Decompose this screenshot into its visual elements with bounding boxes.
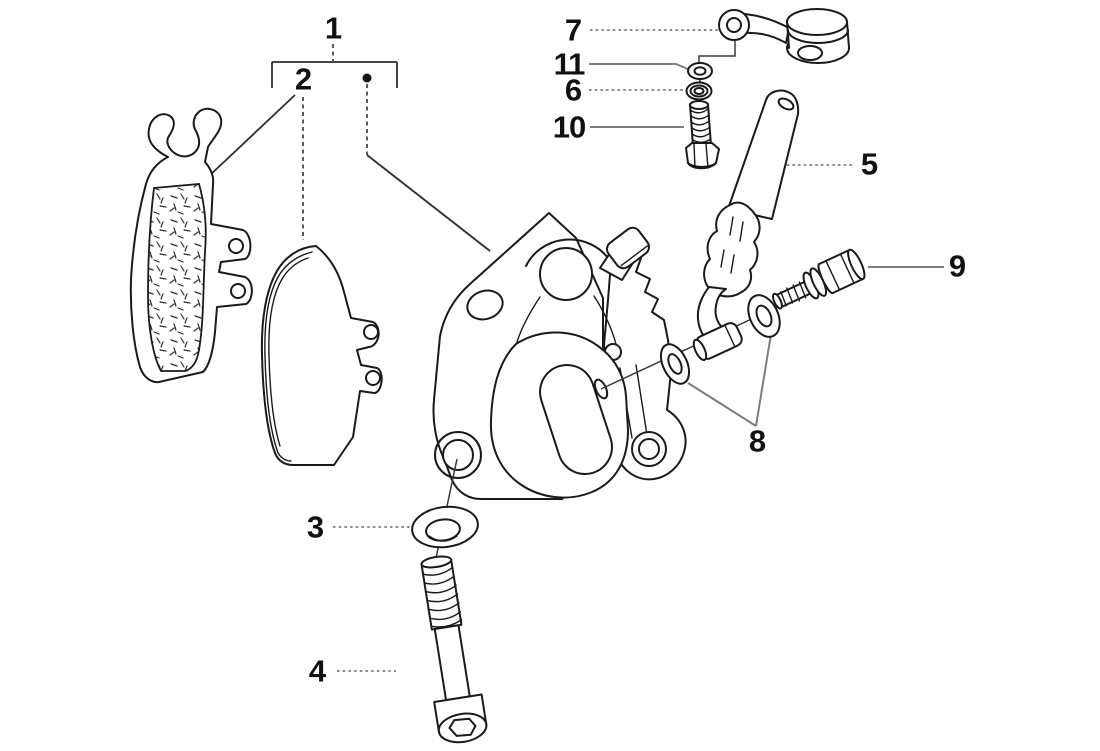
flat-washer-3 bbox=[411, 505, 479, 549]
callout-11: 11 bbox=[553, 46, 586, 82]
hose-tube bbox=[727, 89, 800, 220]
sealing-washer-8a bbox=[659, 343, 691, 385]
assembly-dot bbox=[362, 73, 372, 83]
hose-banjo-end bbox=[692, 322, 743, 362]
brake-pad-friction-side bbox=[129, 107, 253, 384]
plate-lower-hole bbox=[442, 439, 474, 471]
callout-8: 8 bbox=[748, 423, 766, 459]
clamp-screw bbox=[685, 100, 720, 170]
caliper-piston-boss bbox=[539, 247, 593, 301]
pad-pin-hole bbox=[230, 283, 246, 299]
callout-9: 9 bbox=[948, 248, 966, 284]
hose-crimp-boot bbox=[703, 201, 761, 298]
callout-11-leader bbox=[589, 63, 691, 71]
callout-3: 3 bbox=[306, 509, 324, 545]
callout-4: 4 bbox=[308, 653, 326, 689]
bleed-valve-cap bbox=[606, 226, 650, 270]
clamp-assembly-line bbox=[698, 41, 736, 64]
sealing-washer-8b bbox=[747, 294, 781, 338]
callout-6: 6 bbox=[564, 72, 582, 108]
pad-pin-hole bbox=[365, 370, 381, 386]
hose-clamp-grommet bbox=[718, 8, 850, 64]
callout-10: 10 bbox=[552, 109, 586, 145]
callout-8-leaders bbox=[687, 333, 772, 427]
callout-7: 7 bbox=[564, 12, 582, 48]
caliper-mounting-bolt bbox=[420, 555, 488, 744]
callout-1-bracket bbox=[271, 44, 491, 252]
plate-upper-hole bbox=[466, 289, 504, 321]
brake-caliper bbox=[432, 212, 687, 500]
spring-washer-11 bbox=[687, 62, 713, 80]
brake-pad-back-side bbox=[260, 245, 383, 466]
callout-2-leaders bbox=[207, 94, 304, 240]
callout-5: 5 bbox=[860, 146, 878, 182]
callout-2: 2 bbox=[294, 61, 312, 97]
pad-pin-hole bbox=[228, 238, 244, 254]
clamp-arm bbox=[743, 13, 790, 44]
grommet-hole bbox=[797, 45, 823, 61]
banjo-bolt bbox=[772, 248, 866, 310]
pad-pin-hole bbox=[363, 324, 379, 340]
friction-material bbox=[147, 183, 207, 372]
callout-1: 1 bbox=[324, 10, 342, 46]
hex-socket bbox=[448, 717, 477, 737]
flat-washer-6 bbox=[685, 81, 713, 101]
